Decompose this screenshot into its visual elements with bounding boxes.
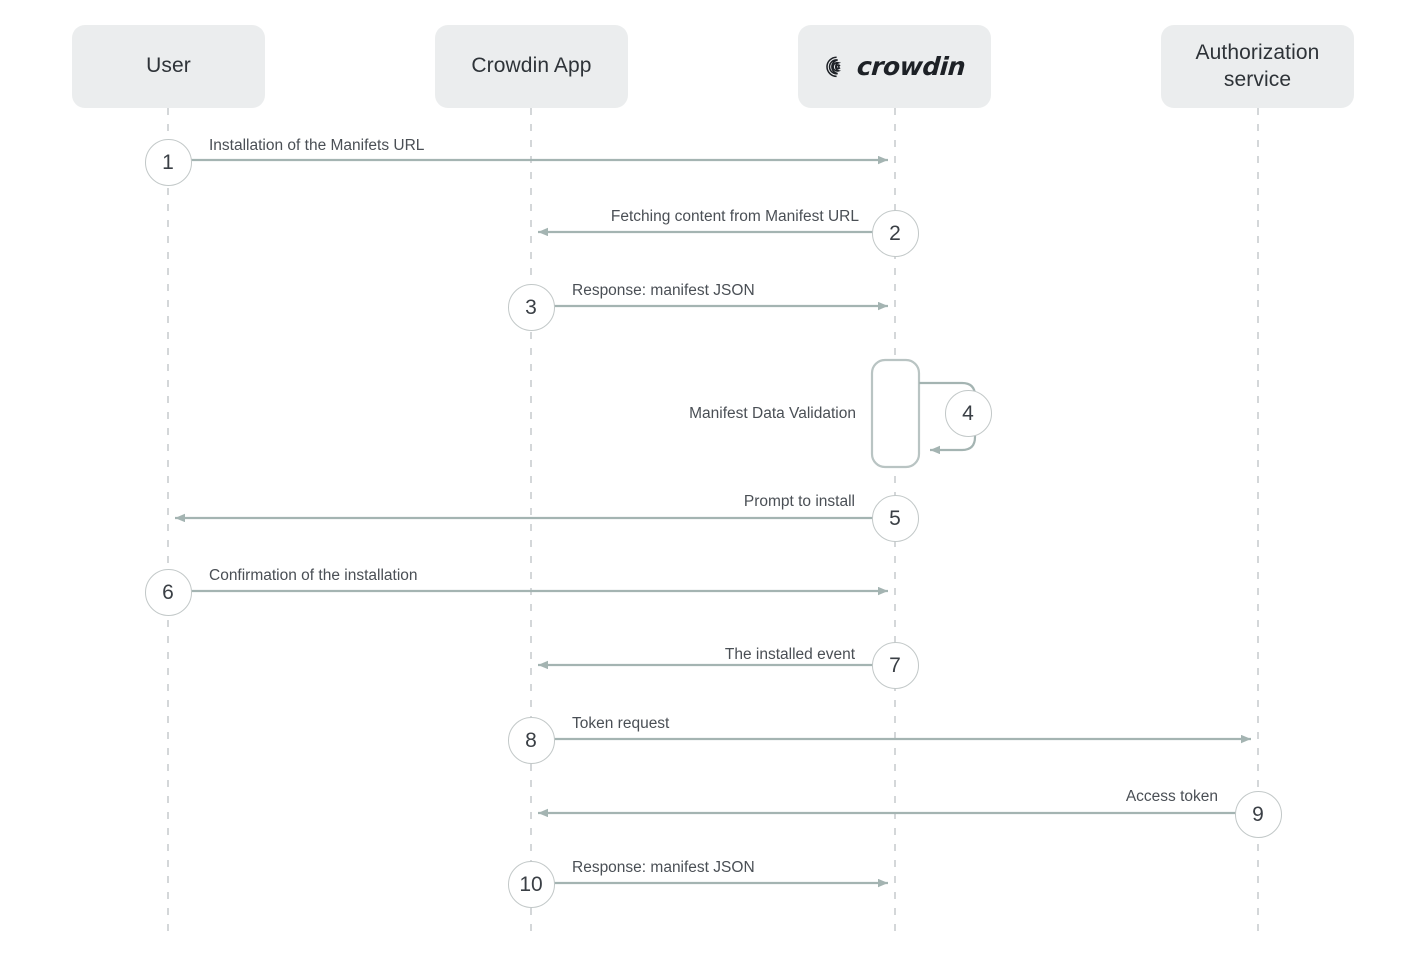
- message-label-1: Installation of the Manifets URL: [209, 137, 425, 154]
- message-label-8: Token request: [572, 715, 670, 732]
- step-number-4[interactable]: 4: [944, 389, 992, 437]
- message-label-4: Manifest Data Validation: [689, 405, 856, 422]
- message-label-9: Access token: [1125, 788, 1218, 805]
- activation-box-crowdin: [870, 358, 921, 469]
- message-label-3: Response: manifest JSON: [572, 282, 755, 299]
- step-number-2[interactable]: 2: [871, 209, 919, 257]
- message-arrows-group: [175, 155, 1251, 888]
- crowdin-wordmark: crowdin: [855, 52, 967, 81]
- auth-label-line-2: service: [1223, 67, 1292, 91]
- participant-authorization-service-label: Authorization service: [1196, 40, 1320, 93]
- step-number-5[interactable]: 5: [871, 494, 919, 542]
- participant-user[interactable]: User: [72, 25, 265, 108]
- crowdin-logo: crowdin: [824, 52, 967, 81]
- auth-label-line-1: Authorization: [1195, 41, 1320, 65]
- participant-authorization-service[interactable]: Authorization service: [1161, 25, 1354, 108]
- step-number-8[interactable]: 8: [507, 716, 555, 764]
- step-number-1[interactable]: 1: [144, 138, 192, 186]
- message-label-10: Response: manifest JSON: [572, 859, 755, 876]
- step-number-3[interactable]: 3: [507, 283, 555, 331]
- participant-crowdin[interactable]: crowdin: [798, 25, 991, 108]
- step-number-10[interactable]: 10: [507, 860, 555, 908]
- step-number-9[interactable]: 9: [1234, 790, 1282, 838]
- step-number-6[interactable]: 6: [144, 568, 192, 616]
- message-label-2: Fetching content from Manifest URL: [610, 208, 859, 225]
- crowdin-swirl-icon: [826, 55, 841, 77]
- message-label-5: Prompt to install: [743, 493, 855, 510]
- participant-crowdin-app[interactable]: Crowdin App: [435, 25, 628, 108]
- participant-crowdin-app-label: Crowdin App: [471, 54, 592, 78]
- message-label-7: The installed event: [724, 646, 855, 663]
- step-number-7[interactable]: 7: [871, 641, 919, 689]
- message-label-6: Confirmation of the installation: [209, 567, 418, 584]
- participant-user-label: User: [146, 54, 191, 78]
